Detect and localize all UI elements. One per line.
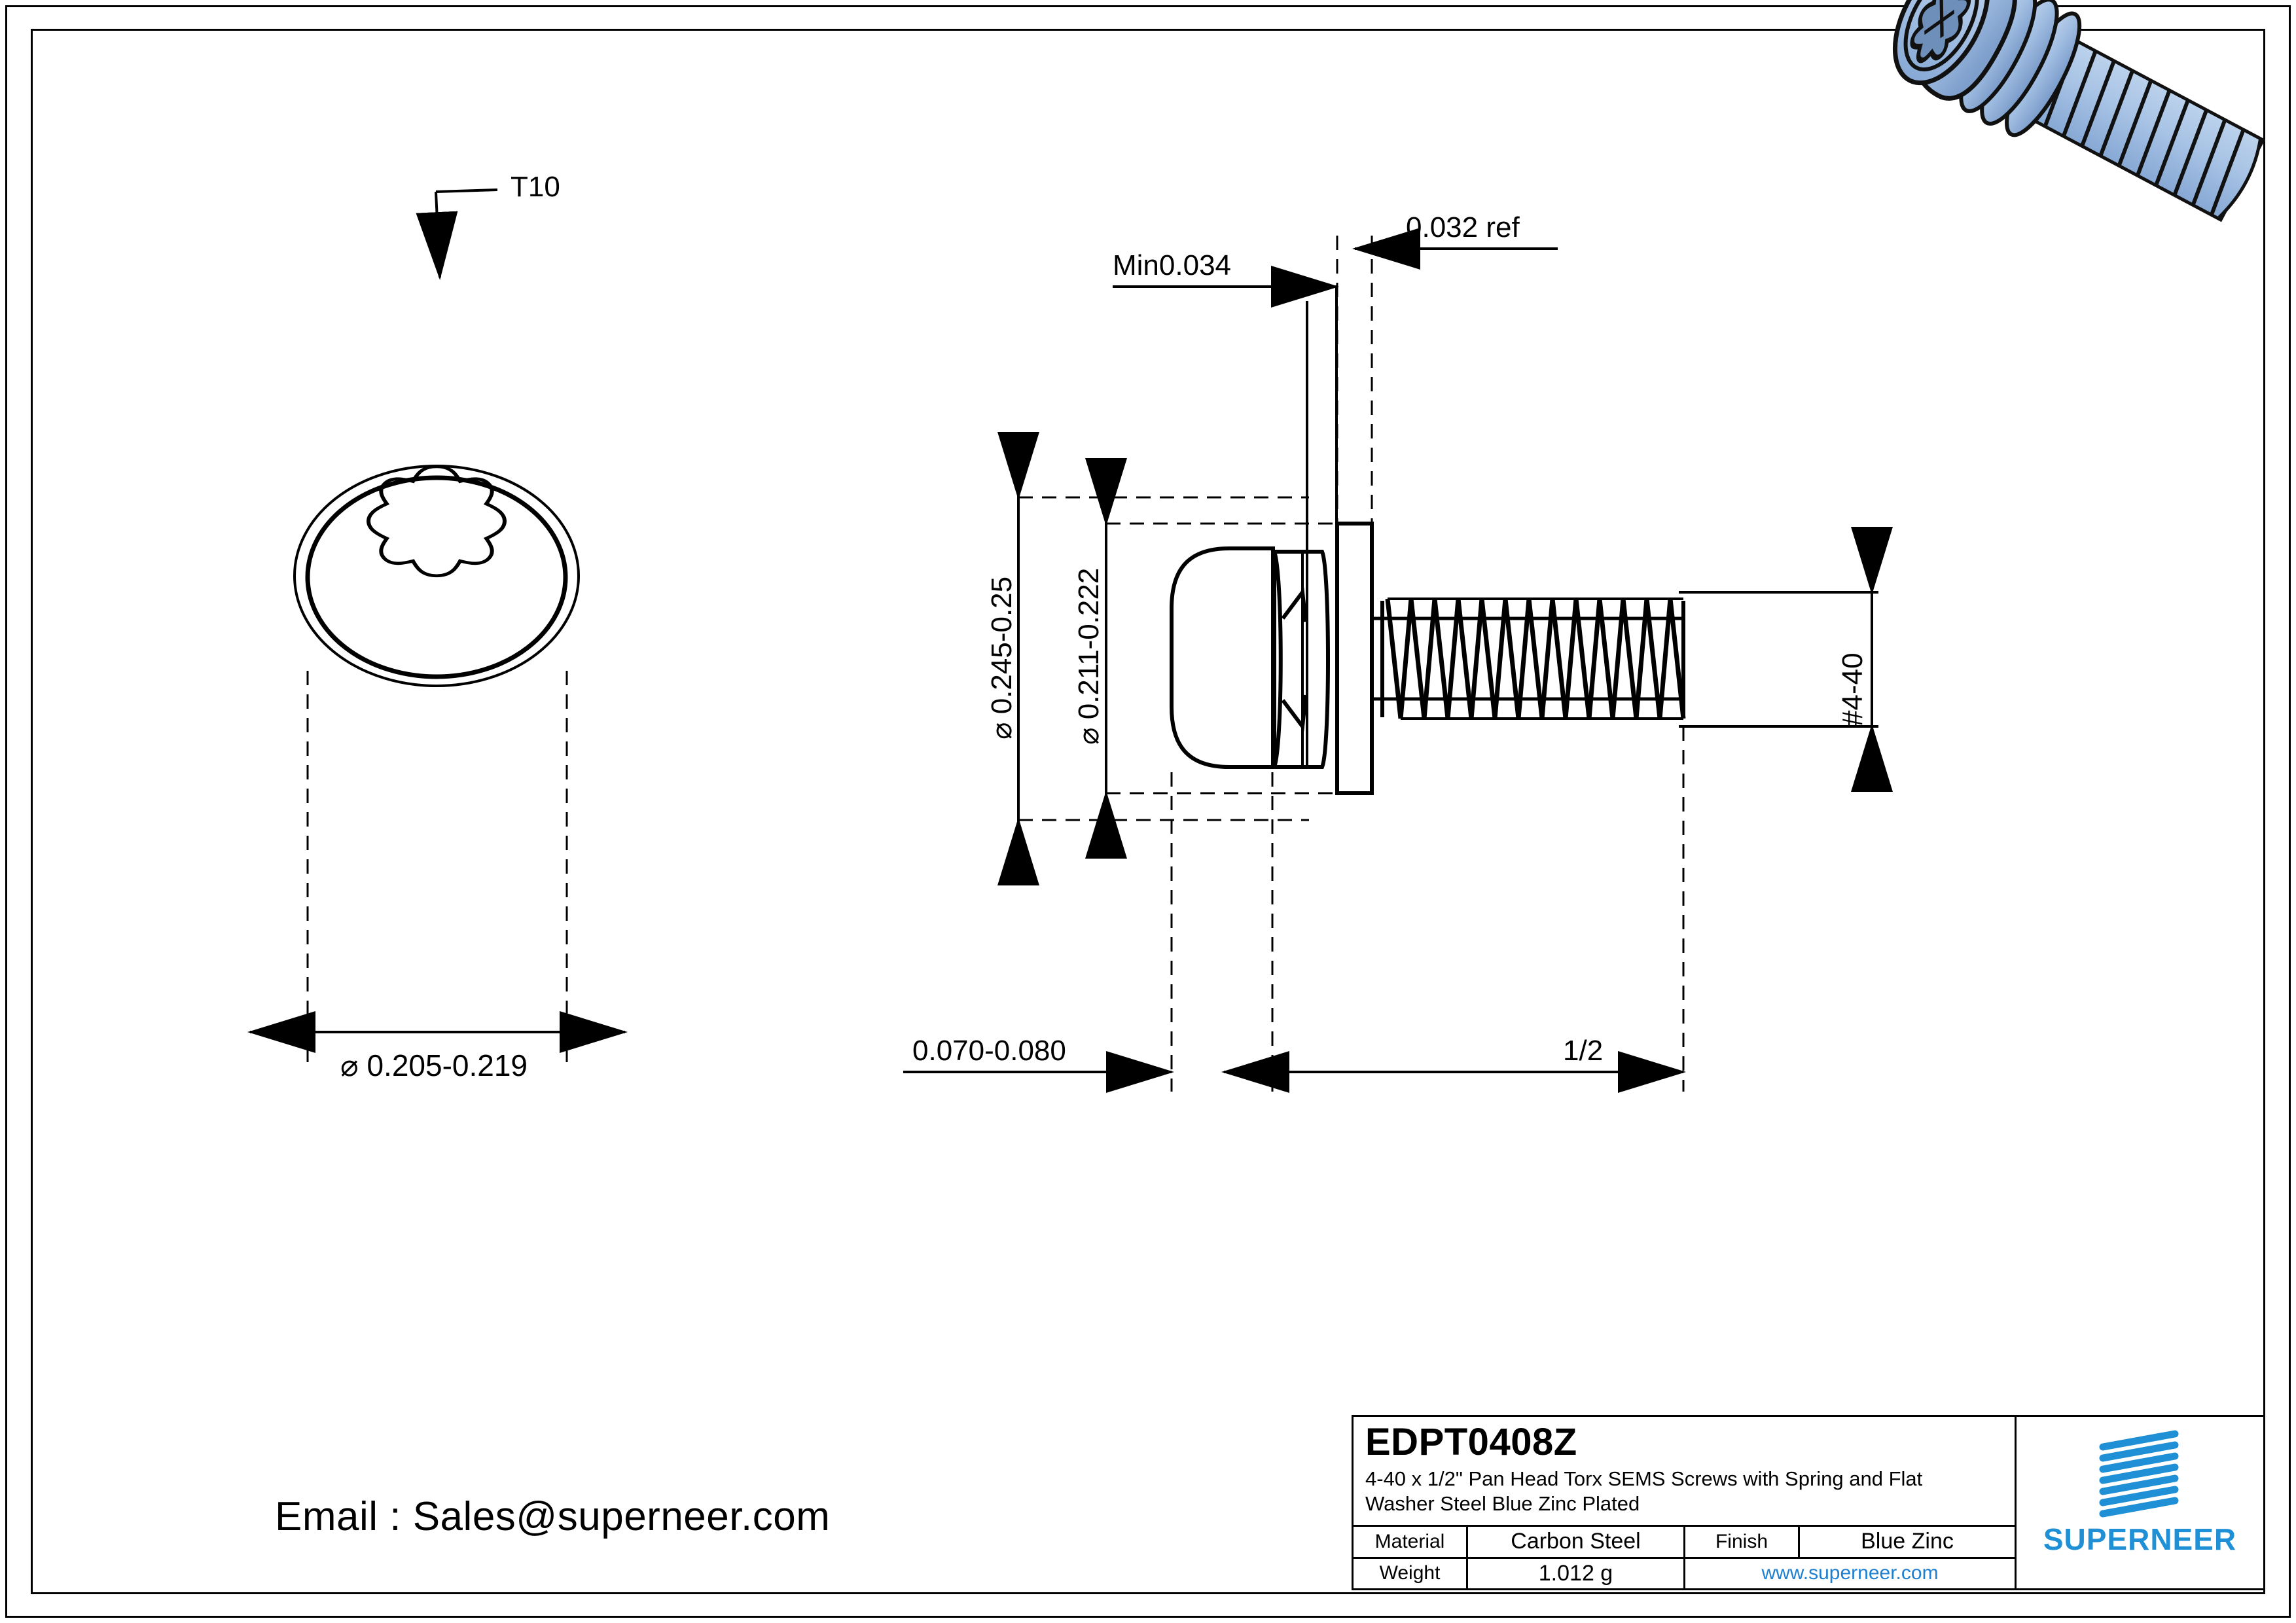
side-view-head (1170, 546, 1275, 769)
dim-thread-length (1272, 726, 1686, 1093)
dim-head-height-min-label: Min0.034 (1113, 249, 1231, 281)
dim-thread-size-label: #4-40 (1837, 652, 1869, 726)
dim-head-diameter-label: ⌀ 0.245-0.25 (986, 577, 1018, 740)
title-block-brand: SUPERNEER (2017, 1417, 2263, 1588)
dim-washer-thickness-label: 0.032 ref (1406, 211, 1520, 243)
page-border-outer (5, 5, 2291, 1618)
contact-email: Email : Sales@superneer.com (275, 1494, 831, 1539)
dim-washer-diameter (1085, 458, 1348, 859)
dim-head-thickness (903, 772, 1289, 1093)
finish-label: Finish (1685, 1527, 1800, 1557)
screw-3d-render (1892, 0, 2266, 223)
finish-value: Blue Zinc (1861, 1529, 1954, 1554)
top-view-diameter-dimension (247, 671, 628, 1063)
dim-thread-length-label: 1/2 (1563, 1035, 1603, 1067)
dim-thread-size (1679, 527, 1893, 792)
top-view-drive-leader (416, 188, 498, 280)
superneer-logo-icon (2099, 1430, 2178, 1518)
page-border-inner (31, 29, 2265, 1594)
weight-label: Weight (1354, 1558, 1468, 1588)
website-link[interactable]: www.superneer.com (1761, 1562, 1939, 1584)
dim-washer-diameter-label: ⌀ 0.211-0.222 (1073, 568, 1105, 745)
brand-name: SUPERNEER (2043, 1522, 2237, 1556)
top-view-diameter-label: ⌀ 0.205-0.219 (340, 1048, 528, 1082)
weight-value: 1.012 g (1468, 1558, 1685, 1588)
title-block-row-material: Material Carbon Steel Finish Blue Zinc (1354, 1527, 2015, 1559)
dim-head-thickness-label: 0.070-0.080 (912, 1035, 1066, 1067)
title-block-left: EDPT0408Z 4-40 x 1/2" Pan Head Torx SEMS… (1354, 1417, 2017, 1588)
material-value: Carbon Steel (1468, 1527, 1685, 1557)
side-view-flat-washer (1335, 522, 1374, 795)
part-description: 4-40 x 1/2" Pan Head Torx SEMS Screws wi… (1365, 1467, 1923, 1515)
title-block-row-weight: Weight 1.012 g www.superneer.com (1354, 1558, 2015, 1588)
part-number: EDPT0408Z (1365, 1421, 1577, 1463)
top-view-geometry (293, 465, 580, 687)
title-block: EDPT0408Z 4-40 x 1/2" Pan Head Torx SEMS… (1352, 1415, 2265, 1590)
side-view-threads (1380, 597, 1686, 720)
top-view-drive-label: T10 (511, 171, 560, 203)
title-block-header: EDPT0408Z 4-40 x 1/2" Pan Head Torx SEMS… (1354, 1417, 2015, 1527)
side-view-spring-washer (1272, 550, 1330, 769)
dim-head-diameter (997, 432, 1309, 885)
material-label: Material (1354, 1527, 1468, 1557)
dim-washer-thickness (1336, 228, 1558, 524)
